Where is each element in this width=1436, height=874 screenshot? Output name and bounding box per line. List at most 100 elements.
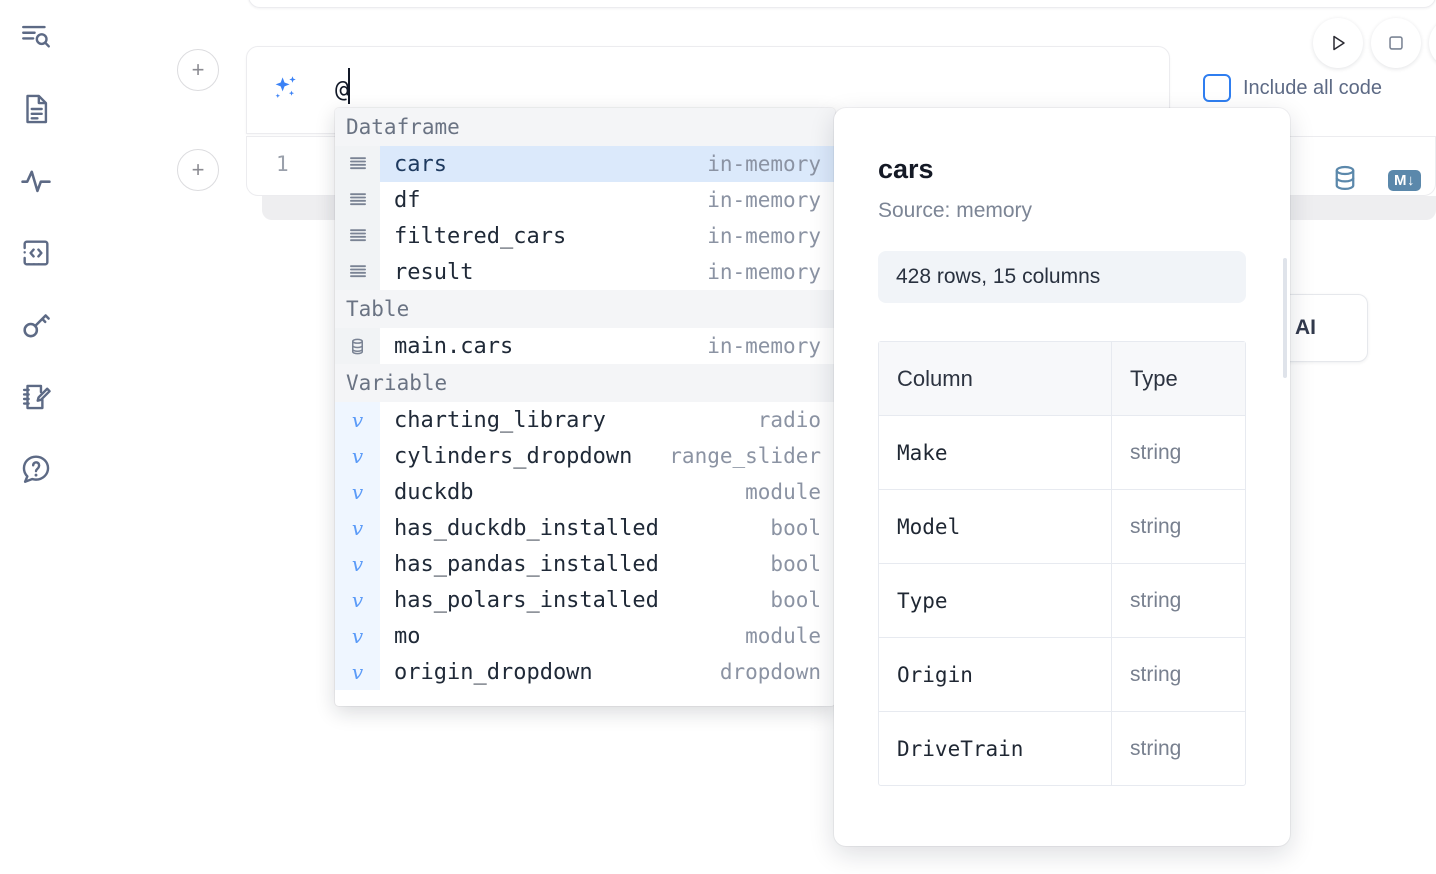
more-options-button[interactable]	[1429, 18, 1436, 68]
variable-icon: v	[335, 510, 380, 546]
autocomplete-item-type: in-memory	[707, 152, 821, 176]
autocomplete-item-type: module	[745, 480, 821, 504]
autocomplete-item[interactable]: v charting_library radio	[335, 402, 835, 438]
autocomplete-item-name: cars	[394, 151, 447, 177]
autocomplete-item-type: in-memory	[707, 260, 821, 284]
completion-detail-panel: cars Source: memory 428 rows, 15 columns…	[834, 108, 1290, 846]
run-cell-button[interactable]	[1313, 18, 1363, 68]
help-chat-icon[interactable]	[13, 446, 59, 492]
database-icon[interactable]	[1330, 163, 1360, 198]
schema-column-name: Origin	[879, 638, 1112, 711]
variable-icon: v	[335, 438, 380, 474]
sparkle-icon	[269, 73, 303, 107]
include-all-code-row[interactable]: Include all code	[1203, 74, 1382, 102]
schema-header-type: Type	[1130, 365, 1178, 391]
autocomplete-item-type: module	[745, 624, 821, 648]
autocomplete-item-name: main.cars	[394, 333, 514, 359]
autocomplete-section-header: Dataframe	[335, 108, 835, 146]
autocomplete-item-name: duckdb	[394, 479, 474, 505]
add-cell-button-below[interactable]: +	[177, 149, 219, 191]
generate-with-ai-label: AI	[1295, 316, 1316, 339]
schema-row: Model string	[879, 490, 1245, 564]
stop-cell-button[interactable]	[1371, 18, 1421, 68]
schema-column-type: string	[1130, 588, 1182, 612]
document-icon[interactable]	[13, 86, 59, 132]
schema-column-type: string	[1130, 736, 1182, 760]
autocomplete-section-header: Variable	[335, 364, 835, 402]
detail-title: cars	[878, 154, 934, 184]
autocomplete-item-name: cylinders_dropdown	[394, 443, 633, 469]
autocomplete-item-name: df	[394, 187, 421, 213]
file-explorer-icon[interactable]	[13, 14, 59, 60]
autocomplete-item-name: mo	[394, 623, 421, 649]
line-number: 1	[276, 152, 289, 176]
autocomplete-item-type: dropdown	[719, 660, 821, 684]
autocomplete-group-table: main.cars in-memory	[335, 328, 835, 364]
detail-shape-badge: 428 rows, 15 columns	[878, 251, 1246, 303]
autocomplete-item-type: in-memory	[707, 334, 821, 358]
schema-header-column: Column	[879, 342, 1112, 415]
variable-icon: v	[335, 582, 380, 618]
dataframe-icon	[335, 182, 380, 218]
autocomplete-item-type: bool	[770, 588, 821, 612]
detail-scrollbar[interactable]	[1283, 258, 1287, 378]
ai-prompt-input[interactable]	[335, 72, 1135, 108]
autocomplete-item-name: has_polars_installed	[394, 587, 659, 613]
code-brackets-icon[interactable]	[13, 230, 59, 276]
variable-icon: v	[335, 654, 380, 690]
schema-column-type: string	[1130, 662, 1182, 686]
add-cell-button-above[interactable]: +	[177, 49, 219, 91]
include-all-code-checkbox[interactable]	[1203, 74, 1231, 102]
autocomplete-item-type: range_slider	[669, 444, 821, 468]
schema-column-name: DriveTrain	[879, 712, 1112, 785]
autocomplete-item[interactable]: v cylinders_dropdown range_slider	[335, 438, 835, 474]
schema-header-row: Column Type	[879, 342, 1245, 416]
autocomplete-item[interactable]: v has_polars_installed bool	[335, 582, 835, 618]
autocomplete-item-name: charting_library	[394, 407, 606, 433]
autocomplete-item-type: in-memory	[707, 224, 821, 248]
include-all-code-label: Include all code	[1243, 76, 1382, 99]
autocomplete-item-type: bool	[770, 552, 821, 576]
autocomplete-item[interactable]: filtered_cars in-memory	[335, 218, 835, 254]
activity-icon[interactable]	[13, 158, 59, 204]
variable-icon: v	[335, 546, 380, 582]
schema-row: DriveTrain string	[879, 712, 1245, 785]
table-icon	[335, 328, 380, 364]
variable-icon: v	[335, 402, 380, 438]
previous-cell-shell	[248, 0, 1436, 8]
schema-row: Type string	[879, 564, 1245, 638]
detail-source: Source: memory	[878, 199, 1033, 222]
dataframe-icon	[335, 146, 380, 182]
markdown-badge[interactable]: M↓	[1388, 170, 1421, 191]
dataframe-icon	[335, 254, 380, 290]
schema-row: Origin string	[879, 638, 1245, 712]
autocomplete-item[interactable]: cars in-memory	[335, 146, 835, 182]
autocomplete-item[interactable]: main.cars in-memory	[335, 328, 835, 364]
schema-column-name: Type	[879, 564, 1112, 637]
autocomplete-item-name: origin_dropdown	[394, 659, 593, 685]
variable-icon: v	[335, 474, 380, 510]
variable-icon: v	[335, 618, 380, 654]
key-icon[interactable]	[13, 302, 59, 348]
notebook-pencil-icon[interactable]	[13, 374, 59, 420]
text-cursor	[348, 68, 350, 104]
autocomplete-item-name: filtered_cars	[394, 223, 567, 249]
autocomplete-section-header: Table	[335, 290, 835, 328]
autocomplete-item-type: radio	[757, 408, 821, 432]
schema-column-name: Model	[879, 490, 1112, 563]
autocomplete-item[interactable]: v origin_dropdown dropdown	[335, 654, 835, 690]
dataframe-icon	[335, 218, 380, 254]
left-icon-rail	[0, 0, 72, 874]
schema-column-type: string	[1130, 514, 1182, 538]
